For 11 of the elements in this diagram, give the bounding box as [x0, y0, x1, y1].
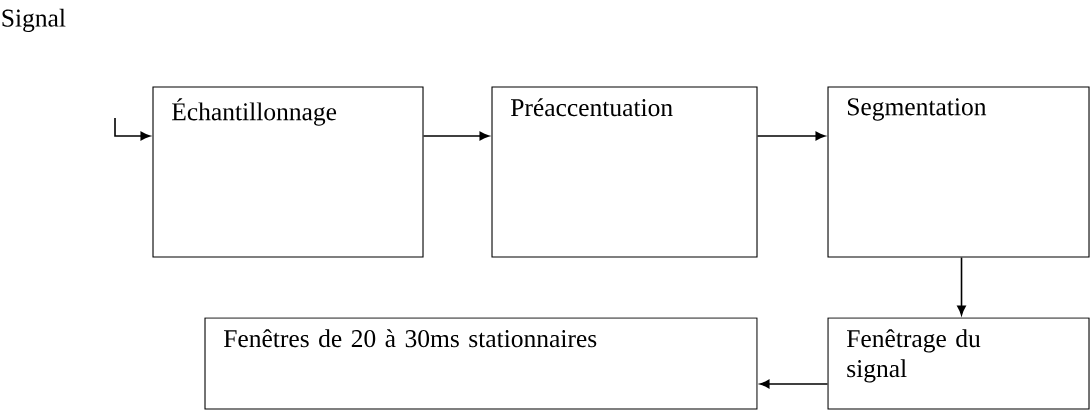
arrow [114, 117, 151, 141]
arrow [957, 256, 966, 316]
arrow [422, 131, 490, 141]
process-box: Segmentation [827, 86, 1090, 258]
arrow [756, 131, 826, 141]
process-box: Échantillonnage [152, 86, 424, 258]
process-box: Préaccentuation [491, 86, 758, 258]
arrow [759, 379, 829, 389]
process-box: Fenêtrage du signal [827, 317, 1090, 410]
signal-label: Signal [2, 8, 66, 32]
process-box: Fenêtres de 20 à 30ms stationnaires [204, 317, 758, 410]
